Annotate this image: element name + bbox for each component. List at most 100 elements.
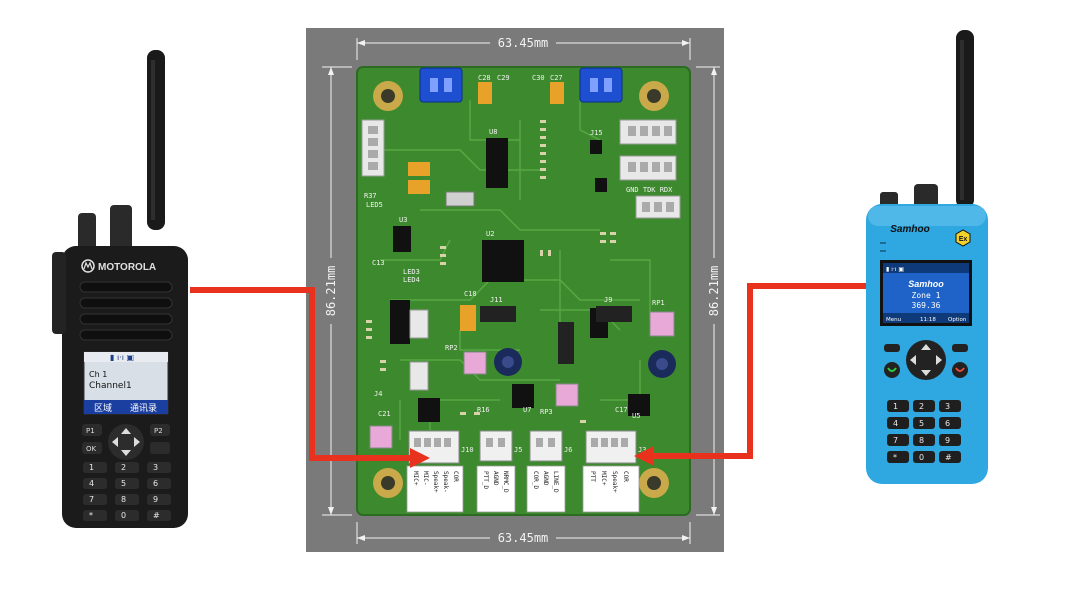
right-radio-key-label: 1 [893, 402, 898, 411]
right-radio-key-6[interactable] [939, 417, 961, 429]
left-radio-key-star[interactable] [83, 510, 107, 521]
right-radio: Samhoo Ex ▮ ı·ı ▣ Samhoo Zone 1 369.36 M… [866, 30, 988, 484]
right-radio-key-star[interactable] [887, 451, 909, 463]
right-radio-key-label: 0 [919, 453, 924, 462]
left-radio-nav-pad[interactable] [108, 424, 144, 460]
connector-j5 [479, 430, 513, 462]
pcb-board: C28 C29 C30 C27 U8 U2 U3 LED5 R37 J15 GN… [306, 28, 724, 552]
capacitor-c46 [408, 180, 430, 194]
svg-text:R37: R37 [364, 192, 377, 200]
right-radio-key-9[interactable] [939, 434, 961, 446]
left-radio-key-label: # [153, 511, 160, 520]
dimension-arrowheads [328, 40, 717, 541]
right-radio-key-1[interactable] [887, 400, 909, 412]
svg-text:GND TDK RDX: GND TDK RDX [626, 186, 673, 194]
left-radio-softkey-right[interactable]: 通讯录 [130, 403, 157, 414]
right-radio-soft-key-right[interactable] [952, 344, 968, 352]
header-j12 [635, 195, 681, 219]
right-radio-key-7[interactable] [887, 434, 909, 446]
left-radio-key-label: 9 [153, 495, 158, 504]
right-radio-key-label: * [893, 453, 897, 462]
capacitor-c40 [408, 162, 430, 176]
left-radio-key-1[interactable] [83, 462, 107, 473]
silkscreen-labels: C28 C29 C30 C27 U8 U2 U3 LED5 R37 J15 GN… [364, 74, 673, 420]
svg-text:LED4: LED4 [403, 276, 420, 284]
wire-left [190, 287, 430, 468]
right-radio-knob-1 [914, 184, 938, 210]
left-radio-key-0[interactable] [115, 510, 139, 521]
right-radio-key-label: 6 [945, 419, 950, 428]
left-radio-nav-left-icon [112, 437, 118, 447]
svg-text:J3: J3 [638, 446, 646, 454]
right-radio-screen-zone: Zone 1 [912, 291, 941, 300]
pin-label-j5-agnd: AGND [492, 471, 499, 486]
ic-crystal [445, 191, 475, 207]
left-radio-key-7[interactable] [83, 494, 107, 505]
left-radio-nav-right-icon [134, 437, 140, 447]
right-radio-key-3[interactable] [939, 400, 961, 412]
right-radio-key-0[interactable] [913, 451, 935, 463]
left-radio-key-label: 1 [89, 463, 94, 472]
left-radio-key-back[interactable] [82, 442, 102, 454]
right-radio-key-label: 3 [945, 402, 950, 411]
right-radio-soft-mid: 11:18 [920, 317, 936, 323]
left-radio-key-p2-label: P2 [154, 427, 163, 435]
left-radio-key-6[interactable] [147, 478, 171, 489]
left-radio-key-8[interactable] [115, 494, 139, 505]
left-radio-screen-line1: Ch 1 [89, 370, 107, 379]
right-radio-key-8[interactable] [913, 434, 935, 446]
ic-u4 [390, 300, 410, 344]
svg-text:U3: U3 [399, 216, 407, 224]
left-radio-key-label: 5 [121, 479, 126, 488]
dimension-width-top: 63.45mm [498, 36, 549, 50]
left-radio-key-2[interactable] [115, 462, 139, 473]
capacitor-c27 [550, 82, 564, 104]
svg-text:J15: J15 [590, 129, 603, 137]
jumper-j8 [409, 309, 429, 339]
svg-text:J10: J10 [461, 446, 474, 454]
left-radio-key-4[interactable] [83, 478, 107, 489]
left-radio-key-label: * [89, 511, 93, 520]
right-radio-key-4[interactable] [887, 417, 909, 429]
left-radio-softkey-left[interactable]: 区域 [94, 402, 112, 414]
ic-u7 [512, 384, 534, 408]
svg-text:RP3: RP3 [540, 408, 553, 416]
left-radio-key-label: 2 [121, 463, 126, 472]
svg-text:C28: C28 [478, 74, 491, 82]
pin-label-j10-mic-plus: MIC+ [412, 471, 419, 486]
left-radio-key-label: 7 [89, 495, 94, 504]
left-radio-key-3[interactable] [147, 462, 171, 473]
right-radio-nav-left-icon [910, 355, 916, 365]
right-radio-key-2[interactable] [913, 400, 935, 412]
right-radio-nav-pad[interactable] [906, 340, 946, 380]
pin-label-j5-nrmc: NRMC_D [502, 471, 509, 493]
buzzer-left [494, 348, 522, 376]
left-radio-key-5[interactable] [115, 478, 139, 489]
right-radio-key-hash[interactable] [939, 451, 961, 463]
left-radio-key-ok[interactable] [150, 442, 170, 454]
svg-text:C18: C18 [464, 290, 477, 298]
left-radio-key-hash[interactable] [147, 510, 171, 521]
left-radio-key-9[interactable] [147, 494, 171, 505]
svg-text:RP2: RP2 [445, 344, 458, 352]
right-radio-soft-right[interactable]: Option [948, 317, 967, 323]
dimension-height-left: 86.21mm [324, 266, 338, 317]
left-radio-key-p2[interactable] [150, 424, 170, 436]
right-radio-soft-key-left[interactable] [884, 344, 900, 352]
right-radio-soft-left[interactable]: Menu [886, 317, 901, 323]
svg-text:J5: J5 [514, 446, 522, 454]
pin-labels: MIC+ MIC- Speak+ Speak- COR PTT_D AGND N… [412, 471, 629, 493]
pin-label-j3-ptt: PTT [589, 471, 596, 482]
mounting-hole-top-left [373, 81, 403, 111]
right-radio-key-5[interactable] [913, 417, 935, 429]
svg-text:U2: U2 [486, 230, 494, 238]
dimension-height-right: 86.21mm [707, 266, 721, 317]
left-radio-status-icons: ▮ ı·ı ▣ [110, 353, 134, 362]
left-radio-key-p1[interactable] [82, 424, 102, 436]
right-radio-key-label: 8 [919, 436, 924, 445]
ic-u3 [393, 226, 411, 252]
right-radio-speaker-grill [880, 242, 886, 252]
buzzer-right [648, 350, 676, 378]
pin-label-j10-speak-plus: Speak+ [432, 471, 439, 493]
